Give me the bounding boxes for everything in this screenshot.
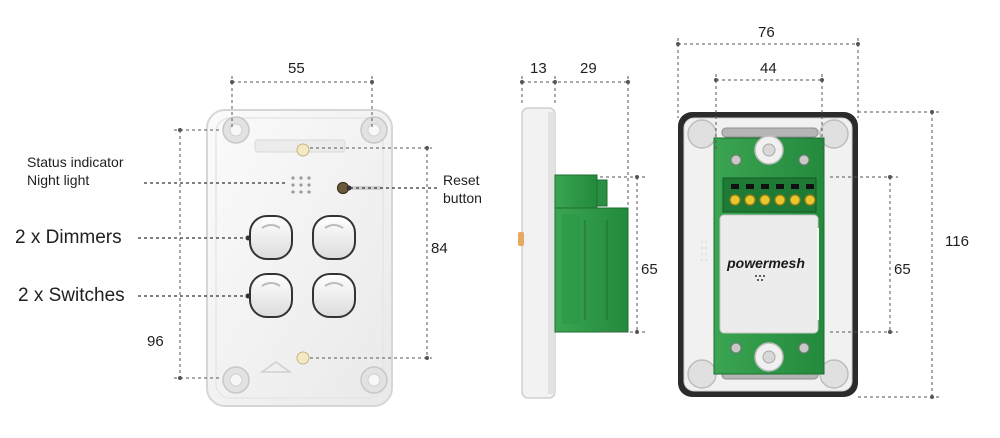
front-dimension-lines	[174, 76, 432, 379]
side-view	[518, 76, 645, 399]
status-indicator-dots	[291, 176, 311, 194]
front-view	[138, 76, 438, 407]
side-green-module	[554, 174, 629, 333]
brand-logo: powermesh	[726, 255, 805, 271]
reset-label-line2: button	[443, 190, 482, 206]
back-total-height-dimension: 116	[945, 233, 969, 250]
back-module-height-dimension: 65	[894, 261, 911, 278]
front-width-dimension: 55	[288, 60, 305, 77]
terminal-block	[722, 177, 817, 213]
side-depth-back-dimension: 29	[580, 60, 597, 77]
reset-label-line1: Reset	[443, 172, 480, 188]
callout-leaders	[138, 182, 438, 297]
status-indicator-label: Status indicator	[27, 154, 124, 170]
top-screw-hole	[296, 143, 310, 157]
switches-label: 2 x Switches	[18, 285, 125, 306]
side-module-height-dimension: 65	[641, 261, 658, 278]
back-view: powermesh	[676, 38, 940, 399]
back-module-width-dimension: 44	[760, 60, 777, 77]
front-mounting-height-dimension: 84	[431, 240, 448, 257]
back-dimension-lines	[677, 38, 940, 398]
terminal-screws	[729, 194, 816, 206]
side-depth-front-dimension: 13	[530, 60, 547, 77]
bottom-screw-hole	[296, 351, 310, 365]
back-total-width-dimension: 76	[758, 24, 775, 41]
front-total-height-dimension: 96	[147, 333, 164, 350]
label-card	[719, 214, 819, 334]
dimmer-buttons	[249, 215, 356, 260]
dimmers-label: 2 x Dimmers	[15, 227, 122, 248]
switch-buttons	[249, 273, 356, 318]
night-light-label: Night light	[27, 172, 90, 188]
